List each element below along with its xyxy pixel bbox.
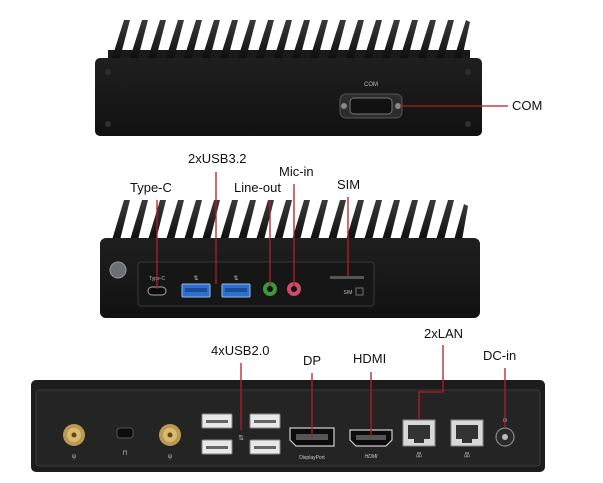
heatsink-fins-top [108,50,470,60]
com-panel-text: COM [364,82,378,88]
callout-usb20: 4xUSB2.0 [211,343,270,358]
device-bottom: ψ ⊓ ψ ⇅ DisplayPort [31,380,545,472]
antenna-icon: ψ [72,454,76,460]
lock-icon: ⊓ [122,450,127,457]
callout-dc-in: DC-in [483,348,517,363]
callout-sim: SIM [337,177,361,192]
callout-usb32: 2xUSB3.2 [188,151,247,166]
usb-icon: ⇅ [238,435,244,442]
hdmi-port: HDMI [349,429,393,460]
usb-icon: ⇅ [233,276,238,282]
callout-dp: DP [303,353,322,368]
lan-port-2: 品 [450,419,484,459]
device-middle: Type-C ⇅ ⇅ SIM [100,200,480,318]
hdmi-panel-text: HDMI [365,454,378,460]
callout-lan: 2xLAN [424,326,464,341]
displayport-panel-text: DisplayPort [299,455,325,461]
power-button [109,261,127,279]
chassis-top [95,58,482,136]
fin-row-top [112,20,470,58]
sim-slot [330,276,364,279]
antenna-icon: ψ [168,454,172,460]
usb-icon: ⇅ [193,276,198,282]
network-icon: 品 [464,452,470,459]
callout-type-c: Type-C [130,180,172,195]
callout-mic-in: Mic-in [279,164,314,179]
kensington-lock: ⊓ [116,427,134,457]
network-icon: 品 [416,452,422,459]
device-top: COM [95,20,482,136]
lan-port-1: 品 [402,419,436,459]
leader-lines [156,105,508,437]
front-io-panel [137,261,375,307]
antenna-connector-right: ψ [159,424,181,460]
callout-hdmi: HDMI [353,351,387,366]
fin-row-middle [112,200,468,240]
sim-panel-text: SIM [344,290,353,296]
antenna-connector-left: ψ [63,424,85,460]
callout-line-out: Line-out [234,180,281,195]
callout-com: COM [512,98,543,113]
leader-lan [418,345,444,420]
